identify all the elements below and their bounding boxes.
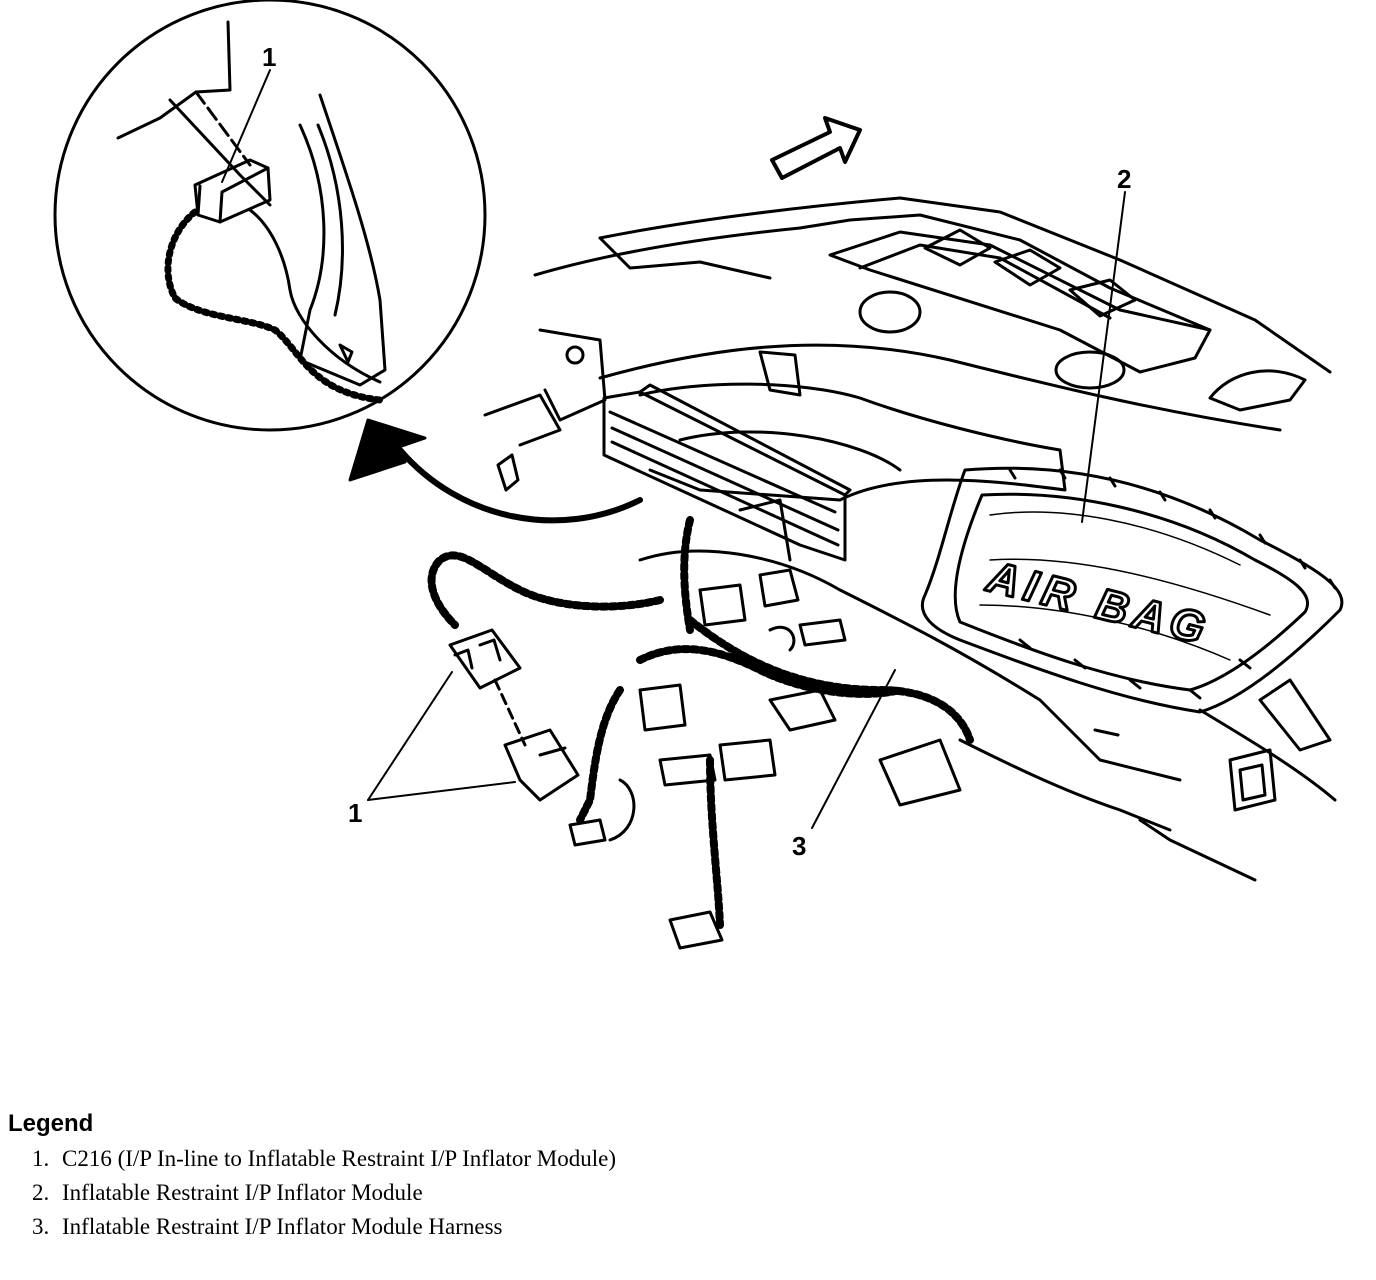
forward-arrow-icon [770,116,862,180]
legend-item-number: 3. [32,1214,50,1239]
legend-item-number: 1. [32,1146,50,1171]
legend-list: 1. C216 (I/P In-line to Inflatable Restra… [8,1142,708,1244]
wiring-harness [427,516,974,929]
airbag-module-diagram: AIR BAG [53,0,1344,950]
callout-2: 2 [1117,164,1131,194]
legend-item: 1. C216 (I/P In-line to Inflatable Restra… [8,1142,682,1176]
legend-item-text: C216 (I/P In-line to Inflatable Restrain… [62,1146,616,1171]
legend-item-text: Inflatable Restraint I/P Inflator Module [62,1180,423,1205]
legend-item-text: Inflatable Restraint I/P Inflator Module… [62,1214,503,1239]
leader-line-3 [811,669,896,829]
legend-item-number: 2. [32,1180,50,1205]
callout-3: 3 [792,831,806,861]
lower-dash [638,498,1337,882]
legend: Legend 1. C216 (I/P In-line to Inflatable… [8,1110,708,1244]
inset-pointer-arrow [348,418,643,524]
inflator-module: AIR BAG [921,466,1344,714]
leader-line-1a [367,671,453,801]
legend-item: 2. Inflatable Restraint I/P Inflator Modu… [8,1176,682,1210]
callout-1: 1 [348,798,362,828]
glovebox-duct [602,383,852,562]
c216-connector [448,628,724,950]
leader-line-2 [1081,191,1126,523]
detail-inset [53,0,487,432]
leader-line-1b [367,781,516,801]
legend-title: Legend [8,1110,94,1137]
callout-1-inset: 1 [262,42,276,72]
leader-line-inset-1 [221,69,271,183]
instrument-panel [483,196,1332,502]
legend-item: 3. Inflatable Restraint I/P Inflator Modu… [8,1210,682,1244]
